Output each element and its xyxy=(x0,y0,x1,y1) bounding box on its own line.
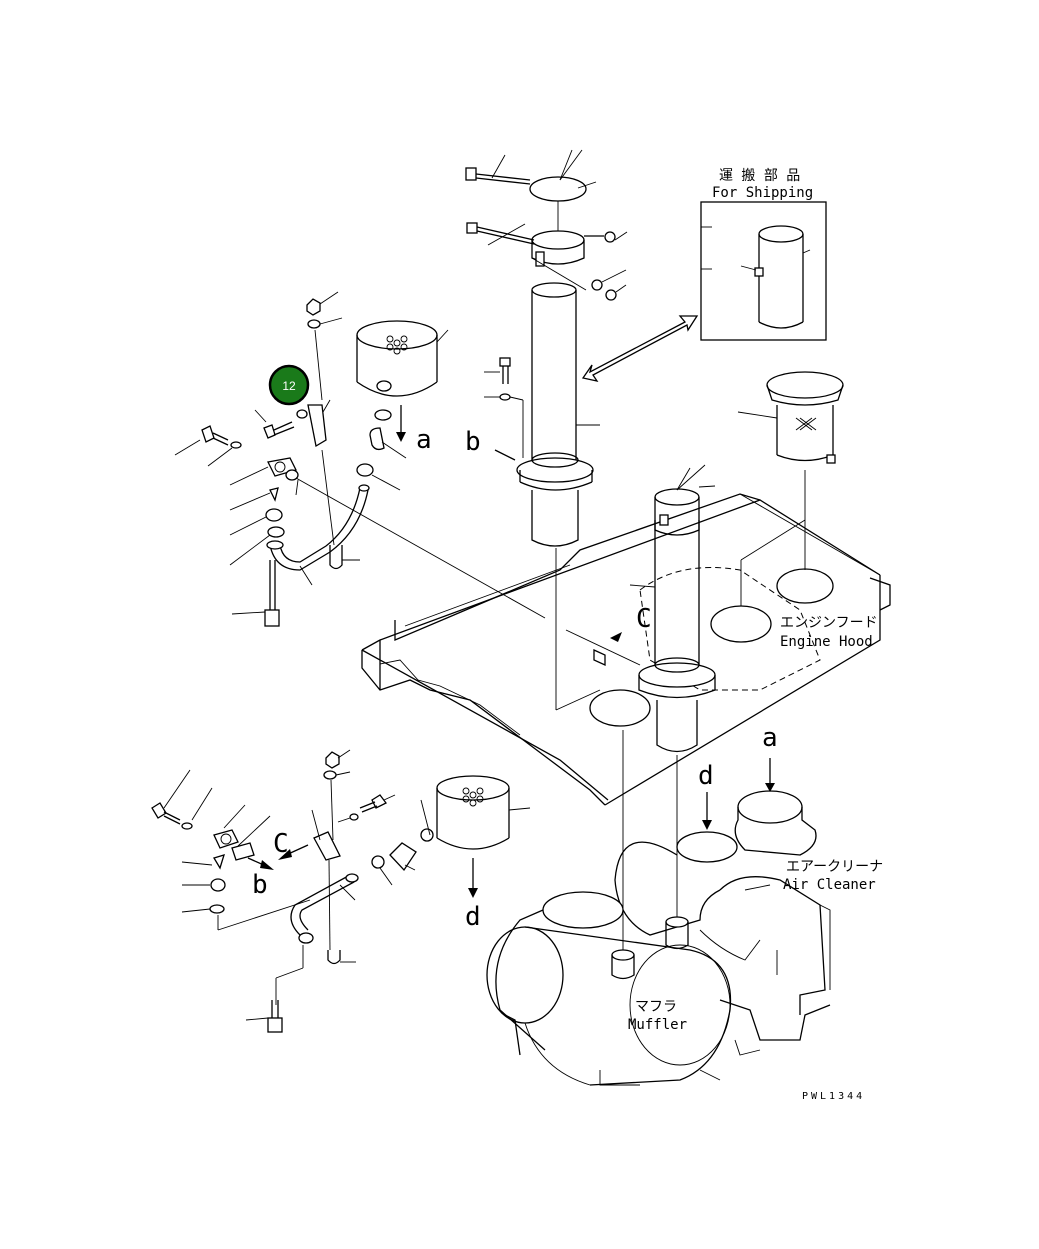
callout-b-bottom: b xyxy=(252,870,268,900)
engine-hood xyxy=(361,470,891,806)
badge-circle xyxy=(268,364,310,406)
muffler-label-en: Muffler xyxy=(628,1017,687,1033)
air-cleaner-label-en: Air Cleaner xyxy=(783,877,876,893)
callout-d-right: d xyxy=(698,761,714,791)
exhaust-stack-top xyxy=(465,149,628,710)
left-lower-piping xyxy=(151,749,531,1033)
engine-hood-label-en: Engine Hood xyxy=(780,634,873,650)
callout-d-bottom: d xyxy=(465,902,481,932)
shipping-label-jp: 運 搬 部 品 xyxy=(719,168,800,184)
callout-c-bottom: C xyxy=(273,829,289,859)
badge-number: 12 xyxy=(282,379,296,393)
shipping-parts-box xyxy=(581,201,827,382)
left-upper-piping xyxy=(174,291,546,627)
right-stack xyxy=(622,371,844,950)
muffler-label-jp: マフラ xyxy=(635,999,677,1015)
callout-a-top: a xyxy=(416,425,432,455)
callout-c-top: C xyxy=(636,604,652,634)
engine-hood-label-jp: エンジンフード xyxy=(780,615,878,631)
callout-a-right: a xyxy=(762,723,778,753)
engine-outline xyxy=(486,758,831,1086)
precleaner-top xyxy=(356,320,449,491)
shipping-label-en: For Shipping xyxy=(712,185,813,201)
callout-b-top: b xyxy=(465,427,481,457)
part-number-badge[interactable]: 12 xyxy=(268,364,310,406)
drawing-code: PWL1344 xyxy=(802,1091,865,1102)
air-cleaner-label-jp: エアークリーナ xyxy=(786,859,883,875)
